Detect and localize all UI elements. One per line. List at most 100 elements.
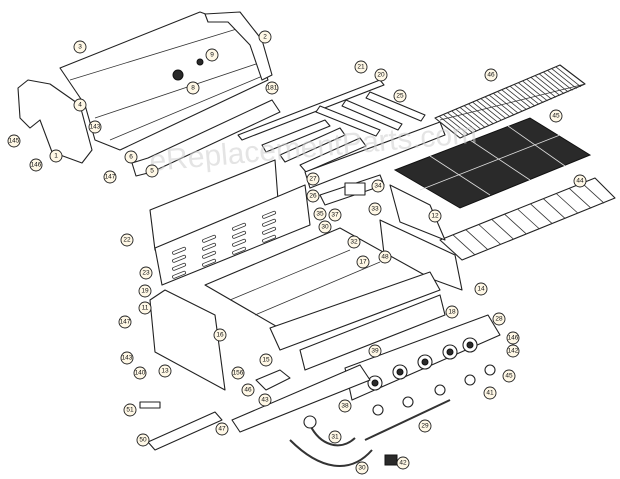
part-callout-44[interactable]: 44 bbox=[573, 174, 587, 188]
part-callout-39[interactable]: 39 bbox=[368, 344, 382, 358]
callout-number: 6 bbox=[129, 154, 133, 161]
part-callout-18[interactable]: 18 bbox=[445, 305, 459, 319]
callout-circle bbox=[145, 164, 159, 178]
part-callout-8[interactable]: 8 bbox=[186, 81, 200, 95]
part-callout-145[interactable]: 145 bbox=[7, 134, 21, 148]
part-callout-30[interactable]: 30 bbox=[355, 461, 369, 475]
part-callout-26[interactable]: 26 bbox=[306, 189, 320, 203]
callout-number: 46 bbox=[487, 72, 495, 79]
part-callout-5[interactable]: 5 bbox=[145, 164, 159, 178]
rack-wire bbox=[551, 68, 577, 89]
part-callout-15[interactable]: 15 bbox=[259, 353, 273, 367]
part-callout-47[interactable]: 47 bbox=[215, 422, 229, 436]
part-callout-156[interactable]: 156 bbox=[231, 366, 245, 380]
part-callout-30[interactable]: 30 bbox=[318, 220, 332, 234]
part-callout-19[interactable]: 19 bbox=[138, 284, 152, 298]
part-callout-42[interactable]: 42 bbox=[396, 456, 410, 470]
callout-number: 30 bbox=[358, 465, 366, 472]
part-callout-13[interactable]: 13 bbox=[158, 364, 172, 378]
part-callout-142[interactable]: 142 bbox=[506, 344, 520, 358]
part-callout-147[interactable]: 147 bbox=[103, 170, 117, 184]
callout-number: 48 bbox=[381, 254, 389, 261]
callout-number: 51 bbox=[126, 407, 134, 414]
callout-number: 25 bbox=[396, 93, 404, 100]
part-callout-12[interactable]: 12 bbox=[428, 209, 442, 223]
rack-wire bbox=[501, 89, 527, 111]
callout-number: 142 bbox=[508, 348, 519, 355]
part-callout-4[interactable]: 4 bbox=[73, 98, 87, 112]
callout-circle bbox=[259, 353, 273, 367]
part-callout-1[interactable]: 1 bbox=[49, 149, 63, 163]
part-callout-48[interactable]: 48 bbox=[378, 250, 392, 264]
callout-circle bbox=[549, 109, 563, 123]
part-callout-25[interactable]: 25 bbox=[393, 89, 407, 103]
callout-number: 32 bbox=[350, 239, 358, 246]
rack-wire bbox=[518, 82, 544, 103]
part-callout-32[interactable]: 32 bbox=[347, 235, 361, 249]
part-callout-34[interactable]: 34 bbox=[371, 179, 385, 193]
part-callout-3[interactable]: 3 bbox=[73, 40, 87, 54]
part-callout-140[interactable]: 140 bbox=[133, 366, 147, 380]
callout-circle bbox=[492, 312, 506, 326]
callout-number: 156 bbox=[233, 370, 244, 377]
callout-number: 143 bbox=[90, 124, 101, 131]
callout-number: 33 bbox=[371, 206, 379, 213]
part-callout-23[interactable]: 23 bbox=[139, 266, 153, 280]
part-callout-14[interactable]: 14 bbox=[474, 282, 488, 296]
part-callout-50[interactable]: 50 bbox=[136, 433, 150, 447]
callout-circle bbox=[7, 134, 21, 148]
vent-slot bbox=[172, 262, 187, 271]
part-callout-6[interactable]: 6 bbox=[124, 150, 138, 164]
callout-circle bbox=[258, 393, 272, 407]
part-callout-27[interactable]: 27 bbox=[306, 172, 320, 186]
rear-vent-panel bbox=[154, 184, 311, 286]
vent-slot bbox=[232, 246, 247, 255]
part-callout-146[interactable]: 146 bbox=[29, 158, 43, 172]
part-callout-33[interactable]: 33 bbox=[368, 202, 382, 216]
part-callout-16[interactable]: 16 bbox=[213, 328, 227, 342]
callout-circle bbox=[186, 81, 200, 95]
part-callout-45[interactable]: 45 bbox=[549, 109, 563, 123]
part-callout-46[interactable]: 46 bbox=[241, 383, 255, 397]
callout-circle bbox=[484, 68, 498, 82]
vent-slot bbox=[262, 234, 277, 243]
callout-circle bbox=[118, 315, 132, 329]
rack-wire bbox=[513, 84, 540, 105]
part-callout-29[interactable]: 29 bbox=[418, 419, 432, 433]
part-callout-143[interactable]: 143 bbox=[120, 351, 134, 365]
part-callout-143[interactable]: 143 bbox=[88, 120, 102, 134]
part-callout-20[interactable]: 20 bbox=[374, 68, 388, 82]
callout-number: 147 bbox=[120, 319, 131, 326]
vent-slot bbox=[262, 210, 277, 219]
part-callout-31[interactable]: 31 bbox=[328, 430, 342, 444]
callout-circle bbox=[120, 351, 134, 365]
part-callout-51[interactable]: 51 bbox=[123, 403, 137, 417]
rack-wire bbox=[463, 105, 490, 126]
rack-wire bbox=[505, 87, 532, 109]
part-callout-35[interactable]: 35 bbox=[313, 207, 327, 221]
rack-wire bbox=[484, 96, 511, 118]
flame-tamer bbox=[439, 239, 463, 261]
part-callout-17[interactable]: 17 bbox=[356, 255, 370, 269]
part-callout-41[interactable]: 41 bbox=[483, 386, 497, 400]
part-callout-28[interactable]: 28 bbox=[492, 312, 506, 326]
callout-number: 43 bbox=[261, 397, 269, 404]
part-callout-21[interactable]: 21 bbox=[354, 60, 368, 74]
callout-number: 42 bbox=[399, 460, 407, 467]
part-callout-181[interactable]: 181 bbox=[265, 81, 279, 95]
part-callout-147[interactable]: 147 bbox=[118, 315, 132, 329]
part-callout-146[interactable]: 146 bbox=[506, 331, 520, 345]
part-callout-22[interactable]: 22 bbox=[120, 233, 134, 247]
part-callout-46[interactable]: 46 bbox=[484, 68, 498, 82]
callout-circle bbox=[356, 255, 370, 269]
callout-circle bbox=[258, 30, 272, 44]
part-callout-11[interactable]: 11 bbox=[138, 301, 152, 315]
callout-number: 45 bbox=[552, 113, 560, 120]
part-callout-2[interactable]: 2 bbox=[258, 30, 272, 44]
part-callout-43[interactable]: 43 bbox=[258, 393, 272, 407]
part-callout-45[interactable]: 45 bbox=[502, 369, 516, 383]
part-callout-38[interactable]: 38 bbox=[338, 399, 352, 413]
callout-number: 39 bbox=[371, 348, 379, 355]
part-callout-37[interactable]: 37 bbox=[328, 208, 342, 222]
part-callout-9[interactable]: 9 bbox=[205, 48, 219, 62]
